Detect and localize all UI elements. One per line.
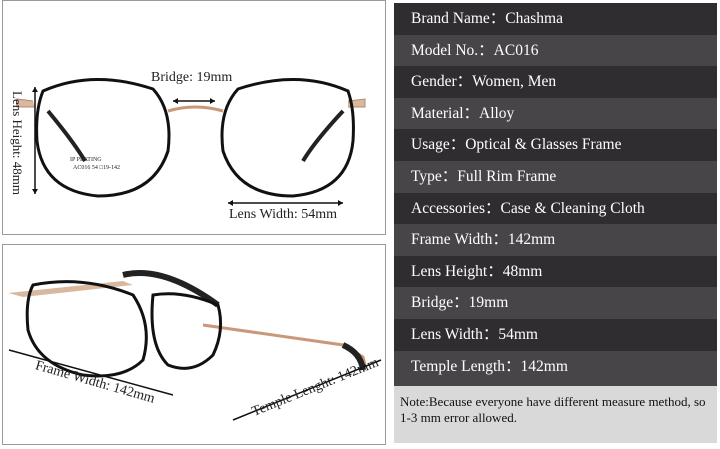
bridge-label: Bridge: 19mm xyxy=(151,70,233,85)
spec-gender: Gender：Women, Men xyxy=(394,66,717,98)
lens-height-label: Lens Height: 48mm xyxy=(10,91,25,195)
spec-temple-length: Temple Length：142mm xyxy=(394,350,717,383)
temple-print-model: AC016 54 □19-142 xyxy=(73,165,120,171)
glasses-front-image xyxy=(16,77,366,206)
glasses-side-image xyxy=(8,270,382,421)
front-view-panel: Bridge: 19mm Lens Height: 48mm Lens Widt… xyxy=(2,0,386,235)
spec-material: Material：Alloy xyxy=(394,97,717,130)
spec-model: Model No.：AC016 xyxy=(394,34,717,67)
spec-accessories: Accessories：Case & Cleaning Cloth xyxy=(394,192,717,225)
spec-bridge: Bridge：19mm xyxy=(394,287,717,319)
spec-lens-width: Lens Width：54mm xyxy=(394,318,717,351)
spec-lens-height: Lens Height：48mm xyxy=(394,255,717,288)
lens-width-label: Lens Width: 54mm xyxy=(229,207,338,222)
spec-table: Brand Name：Chashma Model No.：AC016 Gende… xyxy=(394,3,717,443)
spec-frame-width: Frame Width：142mm xyxy=(394,224,717,256)
side-view-panel: Frame Width: 142mm Temple Lenght: 142mm xyxy=(2,244,386,445)
spec-usage: Usage：Optical & Glasses Frame xyxy=(394,129,717,161)
spec-type: Type：Full Rim Frame xyxy=(394,160,717,193)
measurement-note: Note:Because everyone have different mea… xyxy=(394,386,717,443)
spec-brand: Brand Name：Chashma xyxy=(394,3,717,35)
temple-print: IP PLATING xyxy=(70,157,102,163)
